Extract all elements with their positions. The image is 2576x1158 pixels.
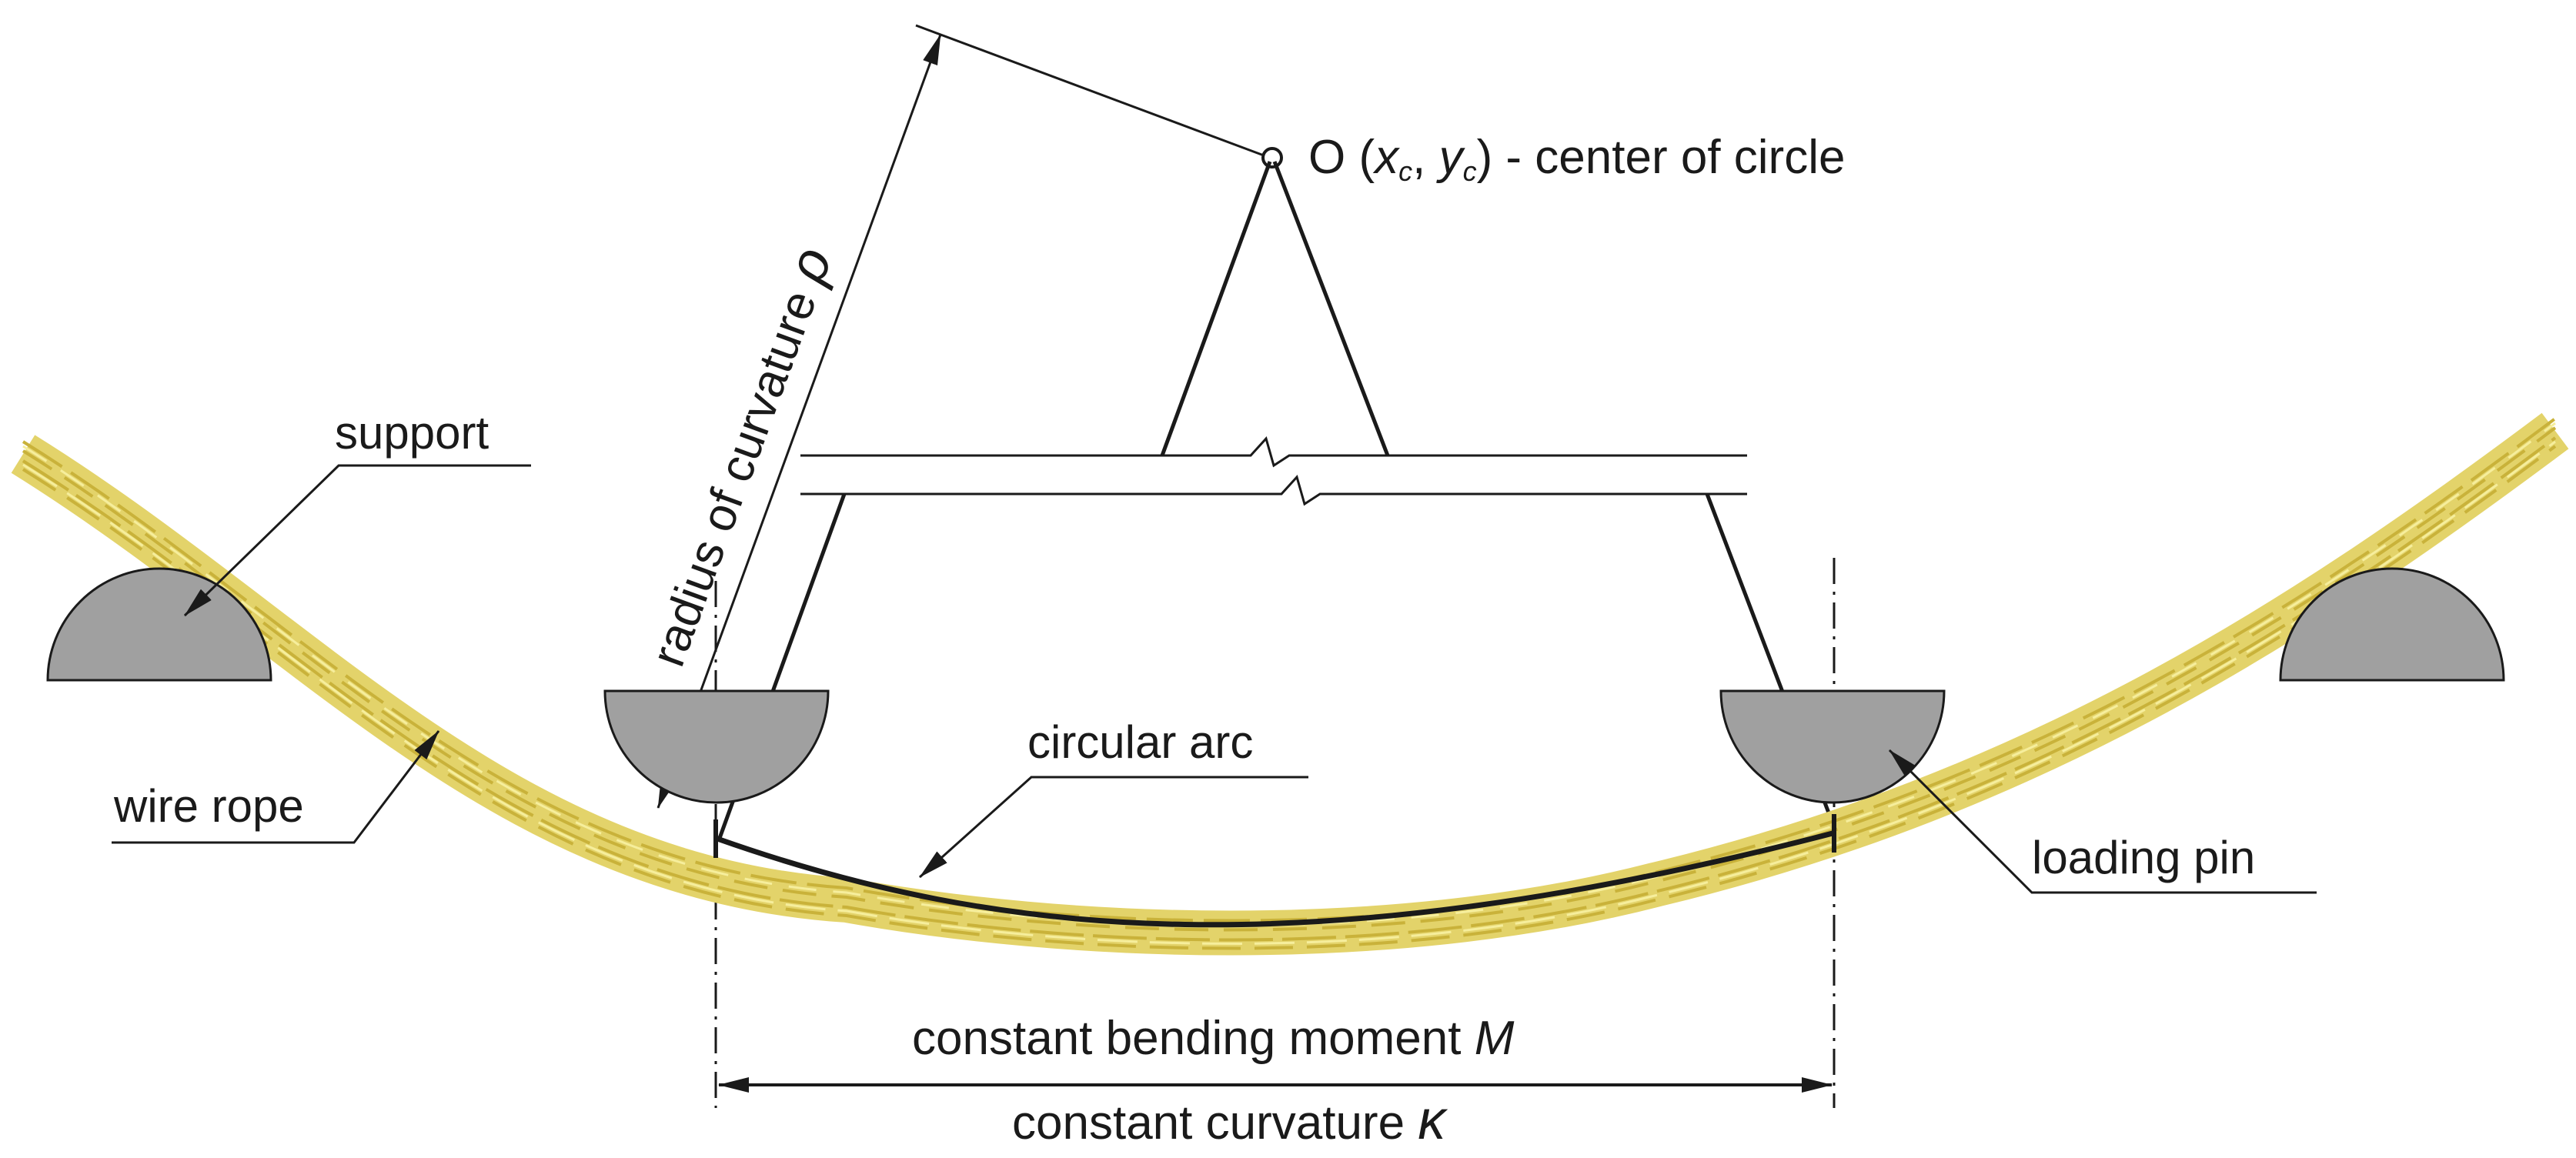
wire-rope — [11, 412, 2569, 956]
support-right — [2279, 567, 2505, 682]
leader-loading-pin — [1888, 749, 2317, 894]
center-label: O (xc, yc) - center of circle — [1308, 131, 1845, 187]
radius-arrow-line — [657, 34, 942, 809]
loading-pin-right — [1719, 689, 1946, 804]
loading-pin-label: loading pin — [2032, 832, 2255, 883]
curvature-label: constant curvature κ — [1012, 1090, 1448, 1151]
loading-pin-left — [603, 689, 830, 804]
support-label: support — [335, 407, 489, 459]
circular-arc-label: circular arc — [1027, 716, 1253, 768]
leader-circular-arc — [918, 776, 1308, 879]
leader-support — [183, 464, 531, 617]
frame-lines — [717, 161, 1838, 841]
support-left — [46, 567, 272, 682]
radius-leader-line — [915, 24, 1271, 159]
wire-rope-label: wire rope — [113, 780, 304, 832]
leader-wire-rope — [112, 730, 440, 844]
moment-label: constant bending moment M — [912, 1012, 1515, 1065]
center-point — [1261, 147, 1283, 169]
circular-arc — [716, 829, 1836, 928]
radius-dimension — [657, 24, 1271, 809]
break-lines — [800, 436, 1747, 506]
